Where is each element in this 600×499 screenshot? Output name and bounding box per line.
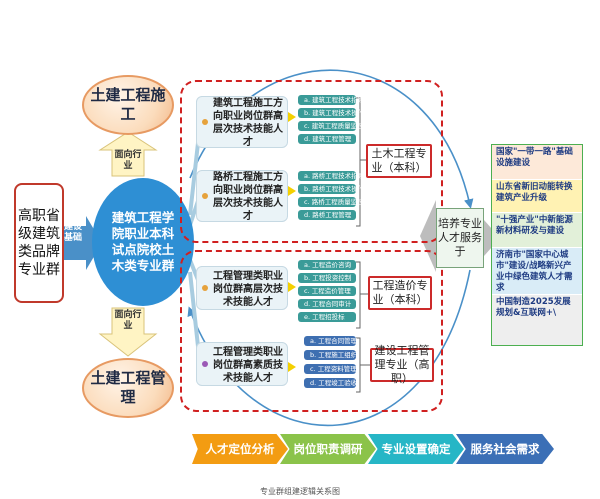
major-text: 建设工程管理专业（高职） <box>374 344 430 385</box>
down-arrow-shape <box>98 307 158 357</box>
service-item: 济南市"国家中心城市"建设/战略新兴产业中绿色建筑人才需求 <box>492 248 582 294</box>
service-item: 山东省新旧动能转换建筑产业升级 <box>492 180 582 212</box>
chevron-serve-society: 服务社会需求 <box>456 434 554 464</box>
pill-item: d. 工程合同审计 <box>298 299 356 309</box>
center-circle-text: 建筑工程学院职业本科试点院校土木类专业群 <box>111 210 175 273</box>
direction-dot <box>202 193 208 199</box>
pill-item: a. 工程造价咨询 <box>298 260 356 270</box>
figure-caption: 专业群组建逻辑关系图 <box>260 487 340 496</box>
chevron-label: 人才定位分析 <box>205 442 275 456</box>
major-text: 土木工程专业（本科） <box>371 147 427 174</box>
pill-item: d. 建筑工程管理 <box>298 134 356 144</box>
pill-item: d. 工程竣工验收 <box>304 378 357 388</box>
direction-title: 路桥工程施工方向职业岗位群高层次技术技能人才 <box>213 172 283 222</box>
chevron-job-research: 岗位职责调研 <box>280 434 376 464</box>
chevron-label: 岗位职责调研 <box>293 442 363 456</box>
pill-item: a. 建筑工程技术指导 <box>298 95 364 105</box>
pill-item: c. 路桥工程质量监控 <box>298 197 364 207</box>
left-source-box: 高职省级建筑类品牌专业群 <box>14 183 64 303</box>
pill-item: d. 路桥工程管理 <box>298 210 356 220</box>
region-undergraduate <box>180 80 443 243</box>
pill-item: b. 工程投资控制 <box>298 273 356 283</box>
left-arrow-label: 建设基础 <box>63 222 82 243</box>
talent-service-box: 培养专业人才服务于 <box>436 208 484 268</box>
chevron-label: 服务社会需求 <box>470 442 540 456</box>
major-construction-management: 建设工程管理专业（高职） <box>370 344 434 385</box>
pill-item: b. 路桥工程技术操作 <box>298 184 364 194</box>
direction-box-building: 建筑工程施工方向职业岗位群高层次技术技能人才 <box>196 96 288 148</box>
service-item: 中国制造2025发展规划&互联网+\ <box>492 295 582 345</box>
direction-box-road: 路桥工程施工方向职业岗位群高层次技术技能人才 <box>196 170 288 222</box>
management-circle: 土建工程管理 <box>82 358 174 418</box>
construction-circle: 土建工程施工 <box>82 75 174 135</box>
pill-item: c. 工程资料管理 <box>304 364 357 374</box>
down-arrow-label: 面向行业 <box>114 310 142 331</box>
management-circle-text: 土建工程管理 <box>90 369 166 406</box>
service-item: "十强产业"中新能源新材料研发与建设 <box>492 213 582 247</box>
chevron-major-setting: 专业设置确定 <box>368 434 464 464</box>
center-group-circle: 建筑工程学院职业本科试点院校土木类专业群 <box>92 178 194 306</box>
pill-item: a. 路桥工程技术指导 <box>298 171 364 181</box>
direction-title: 建筑工程施工方向职业岗位群高层次技术技能人才 <box>213 98 283 148</box>
direction-title: 工程管理类职业岗位群高层次技术技能人才 <box>213 270 283 308</box>
pill-item: c. 工程造价管理 <box>298 286 356 296</box>
major-civil-engineering: 土木工程专业（本科） <box>366 144 432 178</box>
direction-dot <box>202 285 208 291</box>
services-frame <box>491 144 583 346</box>
chevron-talent-positioning: 人才定位分析 <box>192 434 288 464</box>
left-box-text: 高职省级建筑类品牌专业群 <box>18 208 60 278</box>
direction-box-cost: 工程管理类职业岗位群高层次技术技能人才 <box>196 266 288 310</box>
construction-circle-text: 土建工程施工 <box>90 86 166 123</box>
direction-dot <box>202 119 208 125</box>
pill-item: b. 建筑工程技术操作 <box>298 108 364 118</box>
chevron-label: 专业设置确定 <box>381 442 451 456</box>
pill-item: c. 建筑工程质量监控 <box>298 121 364 131</box>
direction-title: 工程管理类职业岗位群高素质技术技能人才 <box>213 346 283 384</box>
major-text: 工程造价专业（本科） <box>372 279 428 306</box>
pill-item: a. 工程合同管理 <box>304 336 357 346</box>
talent-service-text: 培养专业人才服务于 <box>438 217 482 258</box>
direction-box-management: 工程管理类职业岗位群高素质技术技能人才 <box>196 342 288 386</box>
pill-item: e. 工程招投标 <box>298 312 356 322</box>
major-cost-engineering: 工程造价专业（本科） <box>368 276 432 310</box>
direction-dot <box>202 361 208 367</box>
region-management <box>180 250 443 412</box>
up-arrow-label: 面向行业 <box>114 150 142 171</box>
pill-item: b. 工程施工组织 <box>304 350 357 360</box>
service-item: 国家"一带一路"基础设施建设 <box>492 145 582 179</box>
